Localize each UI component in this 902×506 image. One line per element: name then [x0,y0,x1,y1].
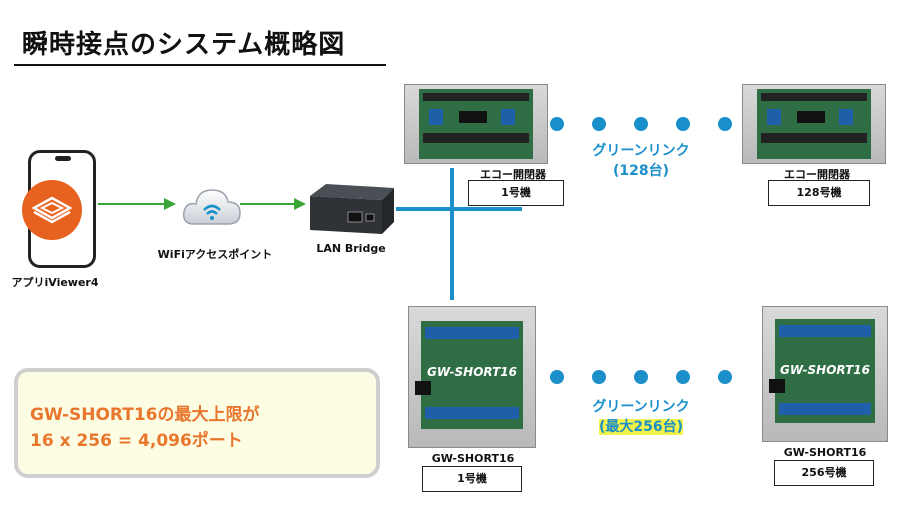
bridge-to-bus-line [396,207,454,211]
green-link-label-bottom: グリーンリンク [592,399,690,415]
relay-block [767,109,781,125]
terminal-strip [423,133,529,143]
lan-bridge-label: LAN Bridge [316,242,386,255]
relay-block [501,109,515,125]
echo-switch-device-1 [404,84,548,164]
gw-brand-logo: GW-SHORT16 [427,365,517,379]
gw-short16-device-1: GW-SHORT16 [408,306,536,448]
terminal-strip [779,325,871,337]
terminal-strip [761,133,867,143]
echo-switch-device-128 [742,84,886,164]
link-dot [592,370,606,384]
link-dot [592,117,606,131]
lan-bridge-device [310,184,394,234]
link-dot [718,117,732,131]
relay-block [429,109,443,125]
max-ports-info-box: GW-SHORT16の最大上限が 16 x 256 = 4,096ポート [14,368,380,478]
connector-port [415,381,431,395]
link-dot [676,117,690,131]
phone-notch [55,156,71,161]
link-dot [634,117,648,131]
relay-block [839,109,853,125]
highlighted-count: (最大256台) [598,419,684,435]
green-link-count-top: (128台) [612,163,670,179]
vertical-bus-line [450,168,454,300]
ic-chip [797,111,825,123]
terminal-strip [423,93,529,101]
link-dot [676,370,690,384]
gw-number-box-1: 1号機 [422,466,522,492]
connector-port [769,379,785,393]
echo-number-box-1: 1号機 [468,180,564,206]
arrow-wifi-to-bridge [240,198,306,210]
green-link-label-top: グリーンリンク [592,143,690,159]
ic-chip [459,111,487,123]
gw-caption-1: GW-SHORT16 [431,452,515,465]
echo-caption-128: エコー開閉器 [784,168,850,181]
arrow-phone-to-wifi [98,198,176,210]
gw-short16-device-256: GW-SHORT16 [762,306,888,442]
title-underline [14,64,386,66]
gw-brand-logo: GW-SHORT16 [780,363,870,377]
wifi-label: WiFiアクセスポイント [157,248,273,261]
link-dot [550,117,564,131]
page-title: 瞬時接点のシステム概略図 [22,30,346,60]
terminal-strip [779,403,871,415]
echo-caption-1: エコー開閉器 [480,168,546,181]
echo-number-box-128: 128号機 [768,180,870,206]
info-line-2: 16 x 256 = 4,096ポート [30,431,243,451]
gw-caption-256: GW-SHORT16 [783,446,867,459]
terminal-strip [425,407,519,419]
terminal-strip [425,327,519,339]
bus-to-top-device [454,207,522,211]
terminal-strip [761,93,867,101]
app-icon[interactable] [22,180,82,240]
green-link-count-bottom: (最大256台) [576,416,706,436]
info-line-1: GW-SHORT16の最大上限が [30,405,260,425]
link-dot [718,370,732,384]
link-dot [550,370,564,384]
ceiling-ac-icon [31,196,73,224]
app-label: アプリiViewer4 [11,276,99,289]
gw-number-box-256: 256号機 [774,460,874,486]
link-dot [634,370,648,384]
wifi-cloud-icon [182,189,241,225]
